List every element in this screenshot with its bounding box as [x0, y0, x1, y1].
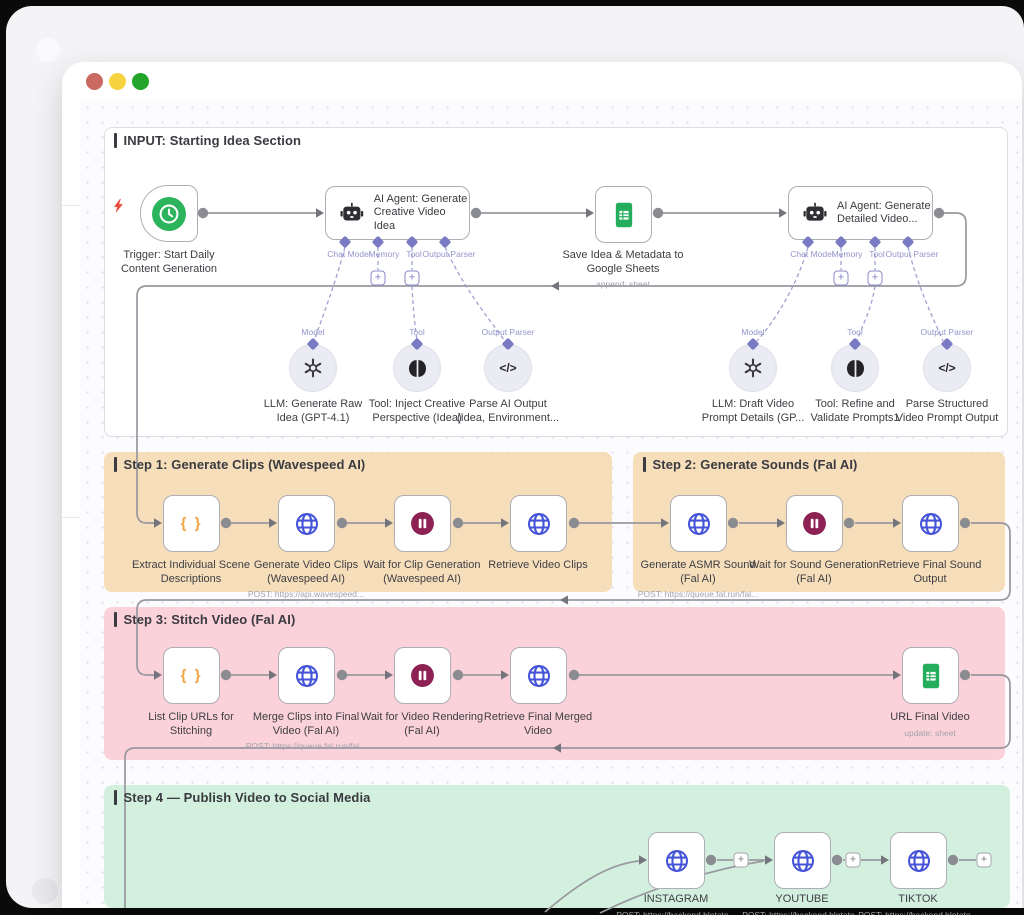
port-label: Chat Model [790, 249, 834, 259]
add-memory-button[interactable]: + [370, 270, 386, 286]
node-instagram[interactable] [648, 832, 705, 889]
section-title-step3: Step 3: Stitch Video (Fal AI) [114, 612, 295, 627]
clock-icon [152, 196, 186, 231]
section-title-step1: Step 1: Generate Clips (Wavespeed AI) [114, 457, 365, 472]
port-label: Tool [406, 249, 422, 259]
window-titlebar [62, 62, 1022, 100]
port-label: Output Parser [481, 327, 535, 337]
node-parse-ai-output[interactable]: </> [484, 344, 532, 392]
node-tiktok[interactable] [890, 832, 947, 889]
globe-icon [294, 511, 320, 537]
openai-icon [741, 356, 765, 380]
code-icon: </> [499, 361, 517, 375]
node-wait-video-rendering[interactable] [394, 647, 451, 704]
node-youtube[interactable] [774, 832, 831, 889]
port-label: Output Parser [920, 327, 974, 337]
close-button[interactable] [86, 73, 103, 90]
node-retrieve-video-clips[interactable] [510, 495, 567, 552]
port-label: Tool [847, 327, 863, 337]
port-label: Memory [368, 249, 400, 259]
add-node-button[interactable]: + [845, 852, 861, 868]
node-retrieve-final-sound[interactable] [902, 495, 959, 552]
add-memory-button[interactable]: + [833, 270, 849, 286]
node-generate-asmr-sound[interactable] [670, 495, 727, 552]
braces-icon: { } [180, 667, 203, 684]
zoom-button[interactable] [132, 73, 149, 90]
google-sheets-icon [610, 201, 638, 229]
decorative-blob [32, 878, 58, 904]
node-generate-video-clips[interactable] [278, 495, 335, 552]
node-wait-sound-generation[interactable] [786, 495, 843, 552]
decorative-blob [36, 38, 60, 62]
pause-icon [802, 511, 827, 536]
port-label: Model [741, 327, 765, 337]
node-tool-refine-validate[interactable] [831, 344, 879, 392]
add-tool-button[interactable]: + [404, 270, 420, 286]
pause-icon [410, 511, 435, 536]
globe-icon [686, 511, 712, 537]
section-title-step4: Step 4 — Publish Video to Social Media [114, 790, 371, 805]
node-llm-draft-video-prompt[interactable] [729, 344, 777, 392]
code-icon: </> [938, 361, 956, 375]
node-tool-inject-creative[interactable] [393, 344, 441, 392]
node-wait-clip-generation[interactable] [394, 495, 451, 552]
braces-icon: { } [180, 515, 203, 532]
node-url-final-video[interactable] [902, 647, 959, 704]
globe-icon [294, 663, 320, 689]
node-label: Retrieve Video Clips [488, 559, 588, 571]
add-node-button[interactable]: + [733, 852, 749, 868]
port-label: Tool [869, 249, 885, 259]
node-merge-clips[interactable] [278, 647, 335, 704]
port-label: Output Parser [422, 249, 476, 259]
google-sheets-icon [917, 662, 945, 690]
pause-icon [410, 663, 435, 688]
section-title-input: INPUT: Starting Idea Section [114, 133, 301, 148]
globe-icon [526, 511, 552, 537]
globe-icon [918, 511, 944, 537]
node-label: Parse AI Output(Idea, Environment... [456, 398, 560, 424]
openai-icon [301, 356, 325, 380]
divider [62, 517, 80, 518]
globe-icon [526, 663, 552, 689]
minimize-button[interactable] [109, 73, 126, 90]
port-label: Memory [831, 249, 863, 259]
port-label: Model [301, 327, 325, 337]
add-tool-button[interactable]: + [867, 270, 883, 286]
node-list-clip-urls[interactable]: { } [163, 647, 220, 704]
port-label: Tool [409, 327, 425, 337]
trigger-bolt-icon [111, 198, 126, 214]
divider [62, 205, 80, 206]
node-llm-generate-raw-idea[interactable] [289, 344, 337, 392]
globe-icon [790, 848, 816, 874]
add-node-button[interactable]: + [976, 852, 992, 868]
brain-icon [844, 357, 867, 380]
brain-icon [406, 357, 429, 380]
node-extract-scene-descriptions[interactable]: { } [163, 495, 220, 552]
port-label: Chat Model [327, 249, 371, 259]
node-parse-structured-output[interactable]: </> [923, 344, 971, 392]
globe-icon [664, 848, 690, 874]
node-trigger-start-daily[interactable] [140, 185, 198, 242]
port-label: Output Parser [885, 249, 939, 259]
node-save-idea-google-sheets[interactable] [595, 186, 652, 243]
section-title-step2: Step 2: Generate Sounds (Fal AI) [643, 457, 857, 472]
robot-icon [802, 200, 828, 226]
robot-icon [339, 200, 365, 226]
globe-icon [906, 848, 932, 874]
node-retrieve-final-merged[interactable] [510, 647, 567, 704]
